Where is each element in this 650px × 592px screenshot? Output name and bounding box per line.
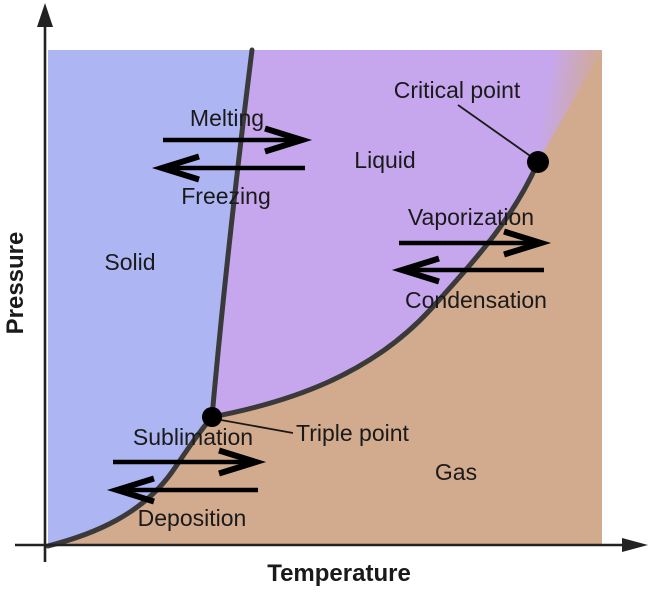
solid-region	[48, 50, 252, 546]
x-axis-label: Temperature	[267, 560, 411, 587]
triple-point-leader	[220, 419, 294, 434]
vaporization-label: Vaporization	[408, 204, 534, 230]
critical-point-label: Critical point	[394, 77, 521, 103]
freezing-label: Freezing	[181, 183, 270, 209]
melting-arrow-icon	[163, 125, 313, 155]
gas-region-label: Gas	[435, 459, 477, 485]
sublimation-arrow-icon	[113, 447, 267, 477]
melting-label: Melting	[190, 105, 264, 131]
y-axis-label: Pressure	[2, 232, 29, 335]
y-axis-arrow-icon	[37, 3, 53, 27]
sublimation-label: Sublimation	[133, 424, 253, 450]
fusion-curve	[209, 47, 255, 420]
vaporization-arrow-icon	[399, 228, 552, 258]
triple-point-label: Triple point	[296, 420, 410, 446]
x-axis-arrow-icon	[622, 538, 648, 552]
condensation-arrow-icon	[391, 255, 544, 285]
liquid-region-label: Liquid	[354, 147, 415, 173]
triple-point-dot	[202, 407, 222, 427]
deposition-label: Deposition	[138, 505, 247, 531]
supercritical-gradient	[538, 50, 602, 162]
condensation-label: Condensation	[405, 287, 547, 313]
critical-point-dot	[527, 151, 549, 173]
solid-region-label: Solid	[104, 249, 155, 275]
critical-point-leader	[457, 104, 537, 161]
freezing-arrow-icon	[151, 153, 305, 183]
deposition-arrow-icon	[106, 475, 258, 505]
sublimation-vaporization-curve	[45, 159, 541, 549]
